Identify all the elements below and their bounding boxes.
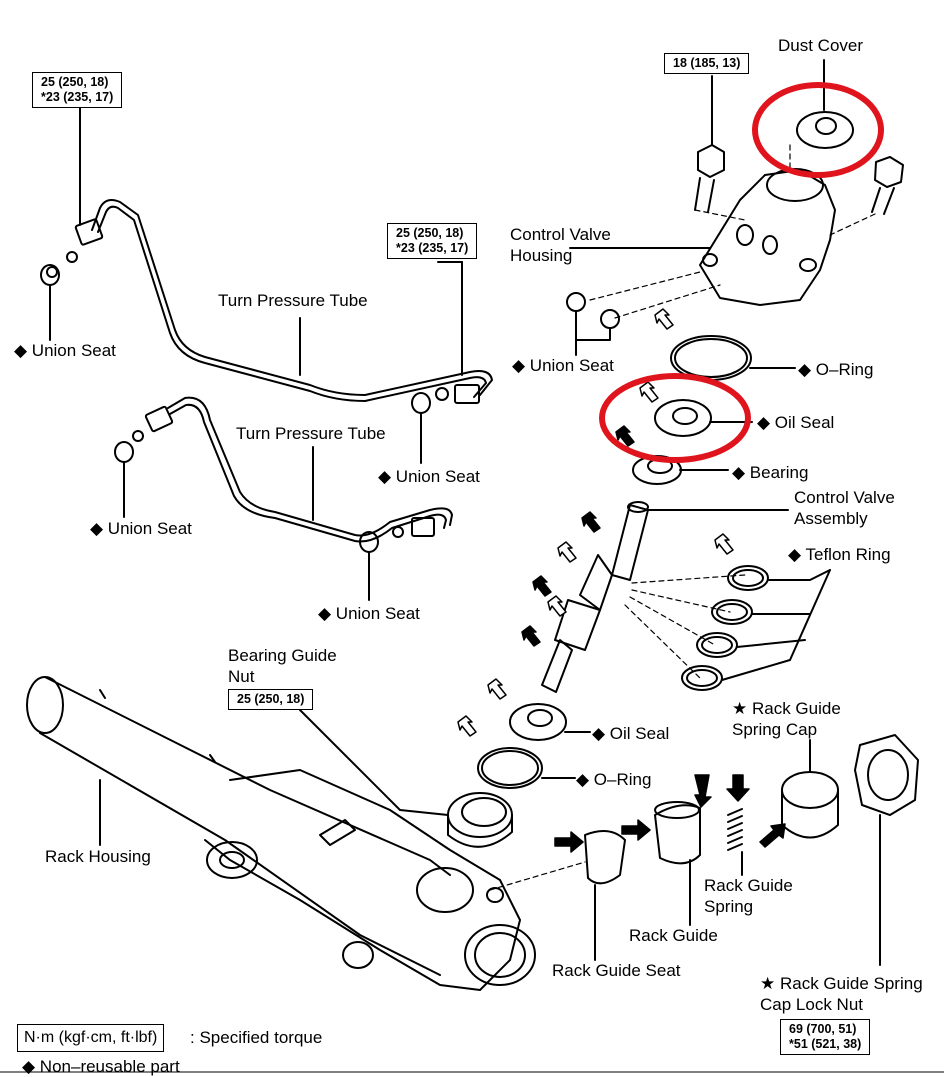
highlight-dust-cover xyxy=(752,82,884,178)
label-o-ring-bottom: ◆ O–Ring xyxy=(576,770,652,789)
label-rack-guide-spring: Rack Guide Spring xyxy=(704,876,793,916)
label-rack-guide-spring-cap: ★ Rack Guide Spring Cap xyxy=(732,699,841,739)
rack-housing xyxy=(26,676,536,991)
label-teflon-ring: ◆ Teflon Ring xyxy=(788,545,891,564)
label-union-seat-lower: ◆ Union Seat xyxy=(90,519,192,538)
union-seat-lower-left xyxy=(114,441,134,463)
union-seat-top-2 xyxy=(600,309,620,329)
torque-value: 69 (700, 51) xyxy=(789,1022,857,1036)
label-turn-pressure-tube-1: Turn Pressure Tube xyxy=(218,291,368,310)
rack-guide-seat xyxy=(584,830,626,961)
rack-guide-spring xyxy=(727,808,743,876)
oil-seal-bottom xyxy=(509,703,591,741)
torque-box-top-left: 25 (250, 18) *23 (235, 17) xyxy=(32,72,123,108)
torque-value: *23 (235, 17) xyxy=(396,241,469,255)
label-o-ring-top: ◆ O–Ring xyxy=(798,360,874,379)
torque-value: *23 (235, 17) xyxy=(41,90,114,104)
highlight-oil-seal xyxy=(599,373,751,463)
label-union-seat-mid2: ◆ Union Seat xyxy=(318,604,420,623)
torque-value: 18 (185, 13) xyxy=(673,56,741,70)
hollow-arrows xyxy=(457,308,734,737)
label-rack-guide: Rack Guide xyxy=(629,926,718,945)
torque-value: *51 (521, 38) xyxy=(789,1037,862,1051)
label-turn-pressure-tube-2: Turn Pressure Tube xyxy=(236,424,386,443)
dust-cover xyxy=(796,59,854,149)
tube-nut-upper-left xyxy=(74,218,104,246)
torque-value: 25 (250, 18) xyxy=(396,226,464,240)
torque-box-mid: 25 (250, 18) *23 (235, 17) xyxy=(387,223,478,259)
label-oil-seal-bottom: ◆ Oil Seal xyxy=(592,724,670,743)
label-control-valve-housing: Control Valve Housing xyxy=(510,225,611,265)
bolt-right xyxy=(871,156,904,215)
label-union-seat-mid1: ◆ Union Seat xyxy=(378,467,480,486)
rack-guide xyxy=(654,801,701,926)
label-control-valve-assembly: Control Valve Assembly xyxy=(794,488,895,528)
label-rack-guide-spring-cap-lock-nut: ★ Rack Guide Spring Cap Lock Nut xyxy=(760,974,923,1014)
torque-value: 25 (250, 18) xyxy=(237,692,305,706)
torque-box-bearing-guide-nut: 25 (250, 18) xyxy=(228,689,314,710)
solid-arrows xyxy=(521,425,786,853)
torque-box-lock-nut: 69 (700, 51) *51 (521, 38) xyxy=(780,1019,871,1055)
label-union-seat-top: ◆ Union Seat xyxy=(512,356,614,375)
o-ring-bottom xyxy=(477,747,576,789)
rack-guide-spring-cap-lock-nut xyxy=(854,734,919,966)
label-bearing: ◆ Bearing xyxy=(732,463,809,482)
tube-nut-upper-right xyxy=(454,384,480,404)
tube-nut-lower-left xyxy=(144,405,174,433)
torque-box-top-right: 18 (185, 13) xyxy=(664,53,750,74)
label-oil-seal-top: ◆ Oil Seal xyxy=(757,413,835,432)
bolt-left xyxy=(694,75,725,213)
legend-unit-desc: : Specified torque xyxy=(190,1028,323,1047)
label-rack-housing: Rack Housing xyxy=(45,847,151,866)
union-seat-top-1 xyxy=(566,292,586,312)
oil-seal-top xyxy=(654,399,753,437)
rack-guide-spring-cap xyxy=(781,739,839,839)
label-dust-cover: Dust Cover xyxy=(778,36,864,55)
turn-pressure-tube-lower xyxy=(167,396,453,537)
torque-value: 25 (250, 18) xyxy=(41,75,109,89)
legend-unit-box: N·m (kgf·cm, ft·lbf) xyxy=(17,1024,165,1052)
union-seat-mid1 xyxy=(411,392,431,414)
tube-nut-lower-right xyxy=(411,517,435,537)
label-union-seat-left: ◆ Union Seat xyxy=(14,341,116,360)
turn-pressure-tube-upper xyxy=(91,199,493,396)
legend-nonreusable: ◆ Non–reusable part xyxy=(22,1057,180,1076)
teflon-rings xyxy=(681,565,831,691)
label-rack-guide-seat: Rack Guide Seat xyxy=(552,961,681,980)
label-bearing-guide-nut: Bearing Guide Nut xyxy=(228,646,337,686)
control-valve-assembly xyxy=(541,501,789,693)
bearing-guide-nut xyxy=(299,709,513,848)
